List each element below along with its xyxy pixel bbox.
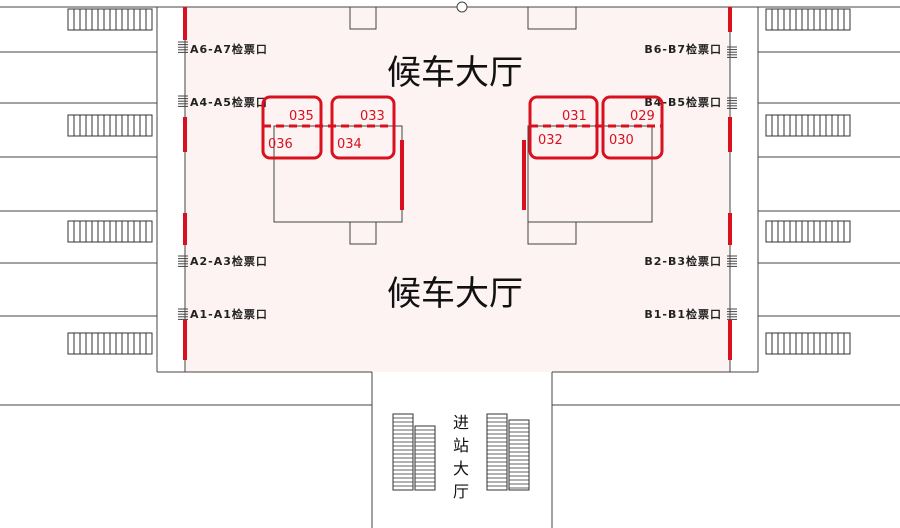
staircase-icon: [765, 8, 851, 31]
counter-label-030: 030: [609, 133, 634, 148]
turnstile-icon: [727, 97, 737, 109]
red-wall-marks: [183, 7, 732, 360]
gate-label-b4-b5: B4-B5检票口: [644, 95, 722, 109]
platform-stairs: [67, 8, 851, 355]
counter-label-035: 035: [289, 109, 314, 124]
turnstile-icon: [178, 308, 188, 320]
gate-label-a1-a1: A1-A1检票口: [190, 307, 268, 321]
turnstile-icon: [727, 255, 737, 267]
turnstile-icon: [727, 308, 737, 320]
counter-label-031: 031: [562, 109, 587, 124]
gate-turnstiles: [178, 41, 737, 320]
counter-boxes: [261, 95, 664, 160]
gate-label-a4-a5: A4-A5检票口: [190, 95, 268, 109]
turnstile-icon: [727, 46, 737, 58]
counter-label-033: 033: [360, 109, 385, 124]
staircase-icon: [765, 332, 851, 355]
counter-box-035-036: [261, 95, 323, 160]
turnstile-icon: [178, 41, 188, 53]
counter-box-029-030: [601, 95, 664, 160]
gate-label-b1-b1: B1-B1检票口: [644, 307, 722, 321]
lower-hall-label: 候车大厅: [387, 274, 523, 314]
north-marker: [456, 1, 468, 13]
escalator-icon: [392, 413, 530, 491]
counter-label-029: 029: [630, 109, 655, 124]
upper-hall-label: 候车大厅: [387, 53, 523, 93]
gate-label-a6-a7: A6-A7检票口: [190, 42, 268, 56]
entrance-label-char-1: 进: [453, 413, 469, 432]
gate-label-b6-b7: B6-B7检票口: [644, 42, 722, 56]
staircase-icon: [67, 114, 153, 137]
entrance-label-char-3: 大: [453, 459, 469, 478]
staircase-icon: [765, 220, 851, 243]
counter-label-034: 034: [337, 137, 362, 152]
counter-box-033-034: [330, 95, 396, 160]
entrance-label-char-2: 站: [453, 436, 469, 455]
gate-label-a2-a3: A2-A3检票口: [190, 254, 268, 268]
counter-box-031-032: [528, 95, 599, 160]
gate-label-b2-b3: B2-B3检票口: [644, 254, 722, 268]
counter-label-032: 032: [538, 133, 563, 148]
staircase-icon: [67, 332, 153, 355]
staircase-icon: [67, 220, 153, 243]
turnstile-icon: [178, 255, 188, 267]
entrance-label-char-4: 厅: [453, 482, 469, 501]
counter-label-036: 036: [268, 137, 293, 152]
staircase-icon: [765, 114, 851, 137]
turnstile-icon: [178, 95, 188, 107]
staircase-icon: [67, 8, 153, 31]
structure-lines: [0, 6, 900, 528]
